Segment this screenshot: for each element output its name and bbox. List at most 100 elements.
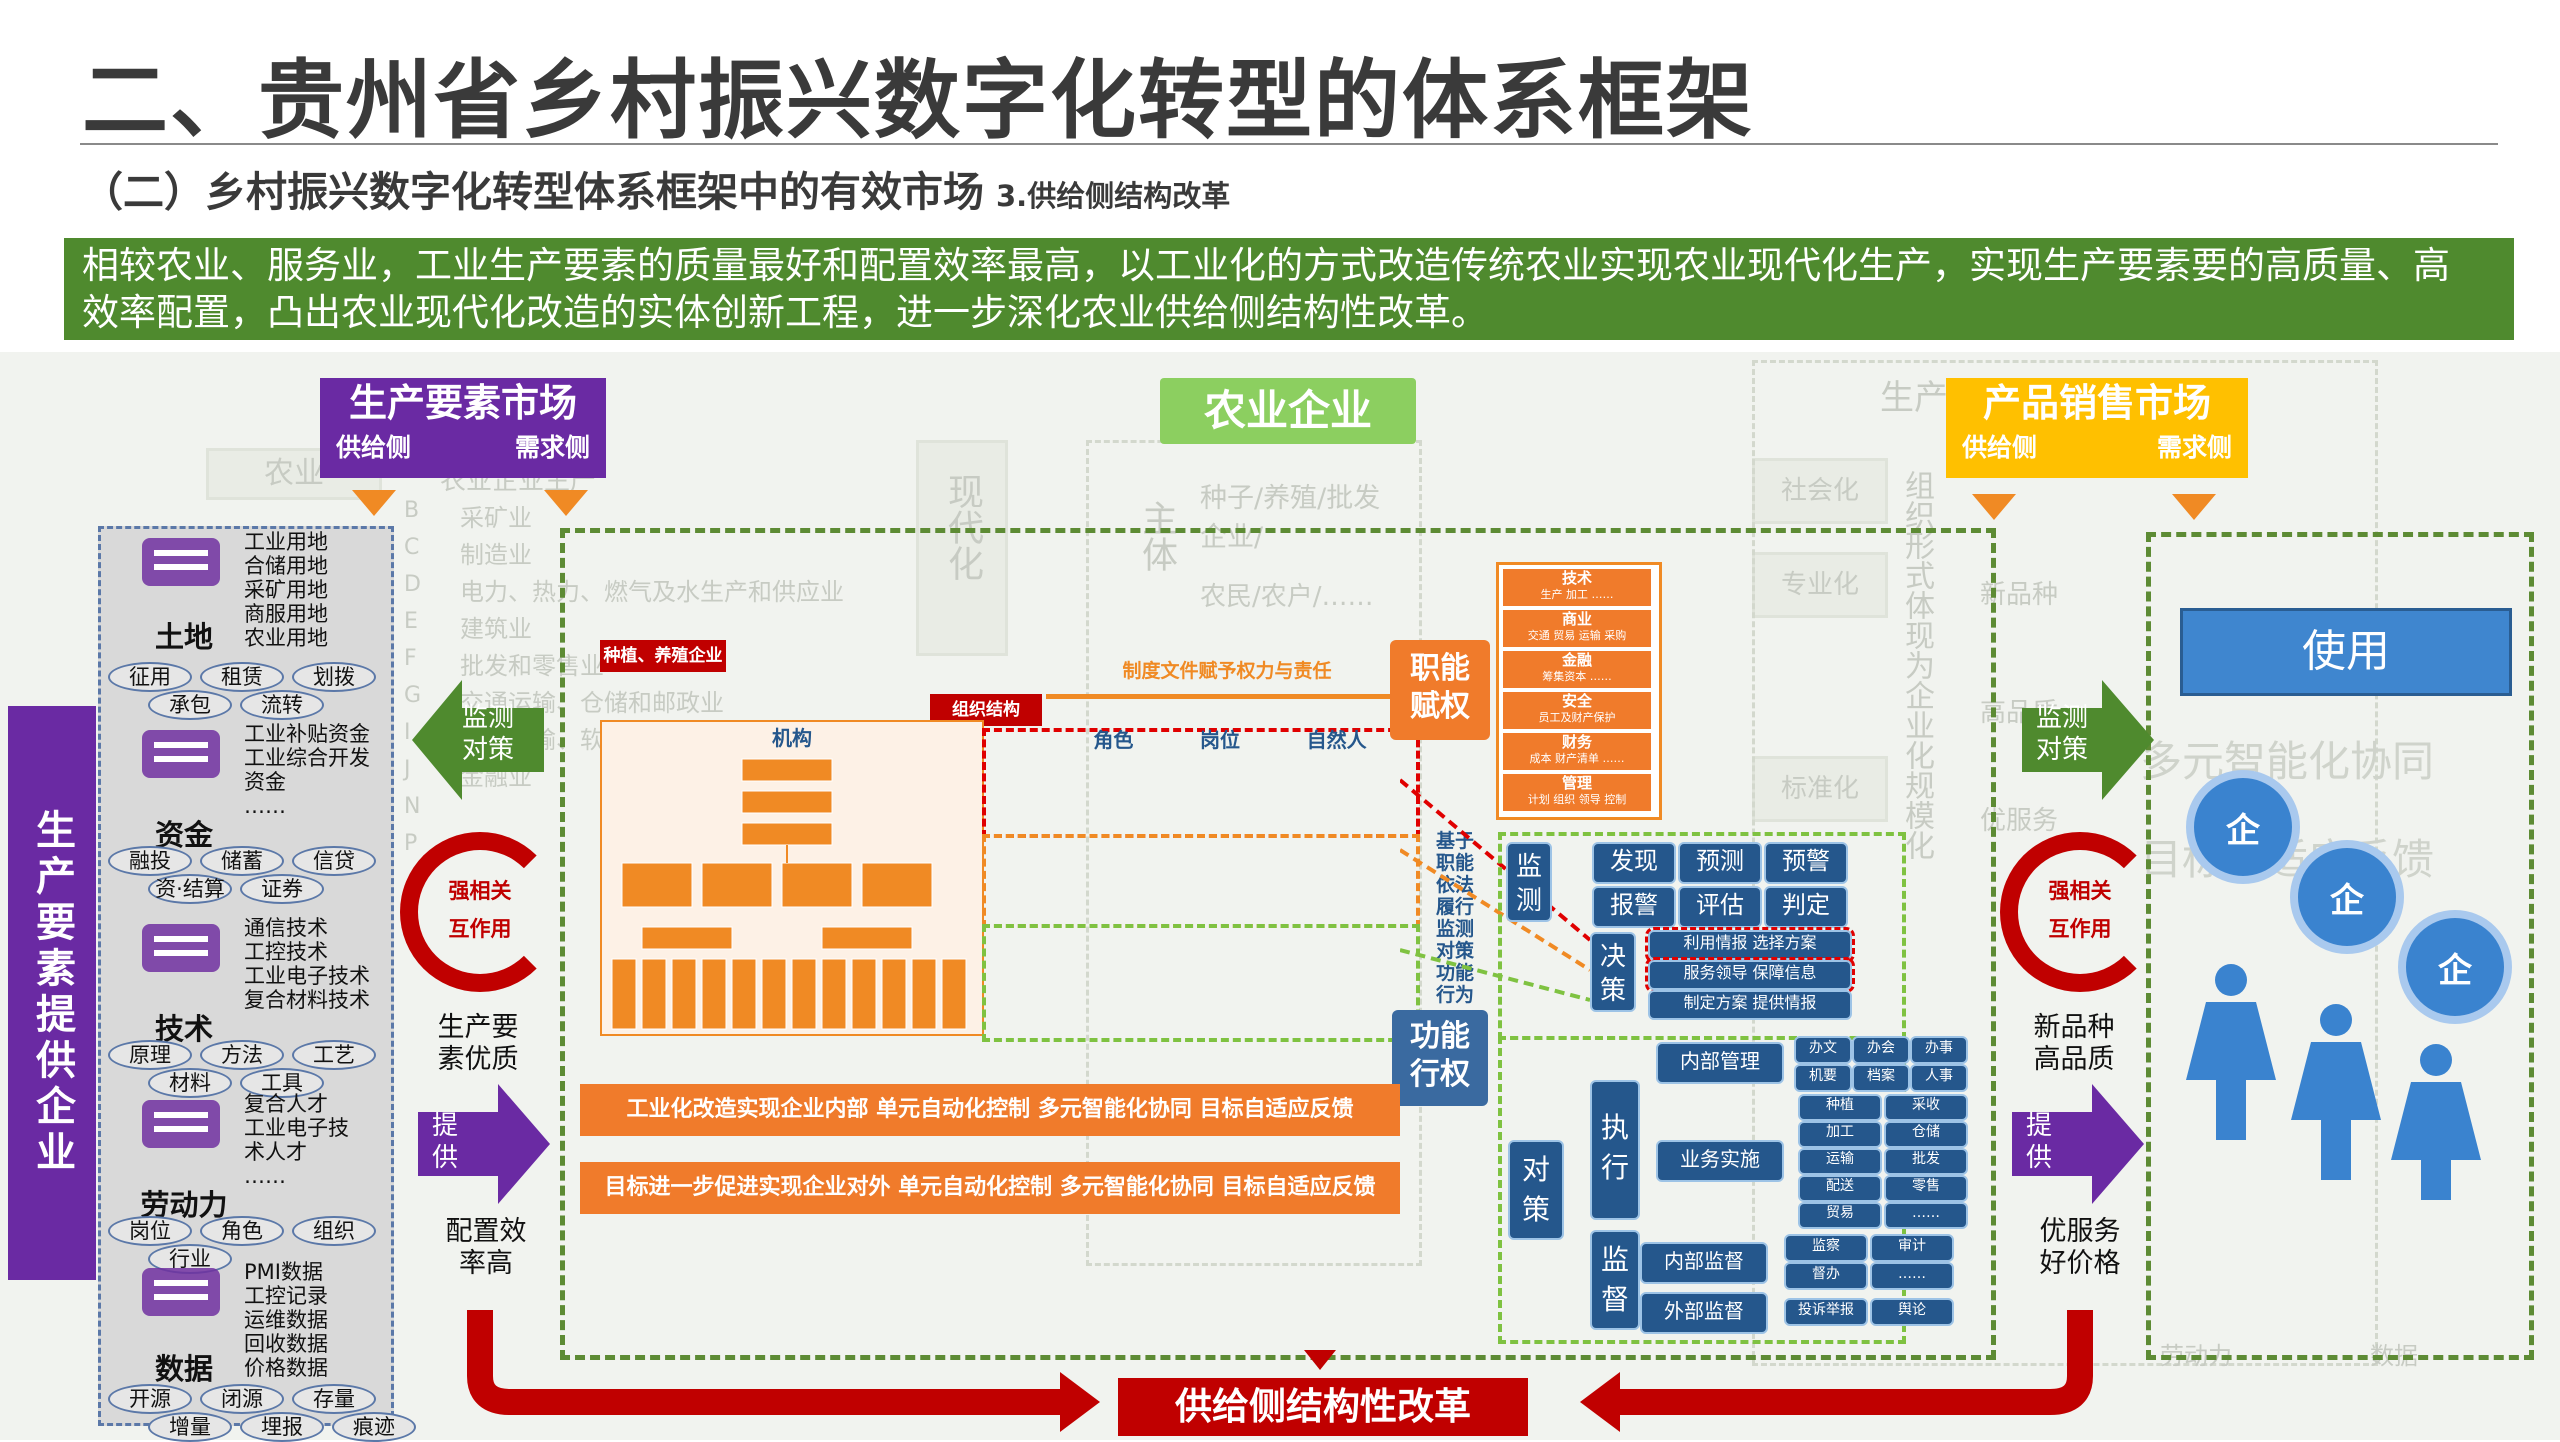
biz-item: 仓储 [1884, 1121, 1968, 1148]
arrow-right-icon [2012, 1084, 2144, 1204]
org-chart: 机构 [600, 720, 984, 1036]
monitor-item: 报警 [1592, 886, 1676, 928]
biz-item: 加工 [1798, 1121, 1882, 1148]
ghost-multi-text: 多元智能化协同 [2140, 737, 2435, 786]
right-cycle-bottom: 互作用 [2048, 917, 2112, 941]
ghost-letter-item: J [404, 757, 411, 782]
arrow-right-icon [2022, 680, 2154, 800]
mgmt-item: 机要 [1794, 1064, 1852, 1092]
product-market-box: 产品销售市场 供给侧需求侧 [1946, 378, 2248, 478]
sup-item: 督办 [1784, 1262, 1868, 1290]
policy-arrow: 制度文件赋予权力与责任 [1046, 648, 1408, 699]
ghost-modern-text: 现代化 [942, 473, 983, 581]
left-provide-text: 提 供 [432, 1111, 459, 1173]
ghost-letter-item: D [404, 572, 421, 597]
factor-method-oval: 痕迹 [332, 1412, 416, 1442]
factor-method-oval: 角色 [200, 1216, 284, 1246]
right-provide-arrow: 提 供 [2012, 1084, 2144, 1204]
monitor-item: 评估 [1678, 886, 1762, 928]
money-icon [132, 722, 230, 786]
mgmt-item: 办文 [1794, 1036, 1852, 1064]
ghost-modern-box: 现代化 [916, 440, 1008, 656]
arrow-left-icon [412, 680, 544, 800]
worker-icon [132, 1092, 230, 1156]
subtitle-note: 3.供给侧结构改革 [996, 179, 1231, 213]
function-block-sub: 筹集资本 …… [1542, 670, 1612, 683]
factor-method-oval: 存量 [292, 1384, 376, 1414]
biz-item: 批发 [1884, 1148, 1968, 1175]
factor-items: 工业用地 合储用地 采矿用地 商服用地 农业用地 [244, 530, 328, 650]
ghost-plant-text: 种子/养殖/批发企业/ [1200, 483, 1381, 553]
factor-method-oval: 承包 [148, 690, 232, 720]
left-cycle-text: 强相关互作用 [400, 872, 560, 948]
role-orange-frame [982, 834, 1420, 928]
ghost-letter-item: I [404, 720, 411, 745]
connector-lines [1400, 778, 1592, 1002]
decision-item: 制定方案 提供情报 [1648, 990, 1852, 1020]
down-arrow-icon [1972, 494, 2016, 520]
mgmt-item: 办事 [1910, 1036, 1968, 1064]
ghost-social-text: 社会化 [1780, 476, 1859, 506]
function-block-sub: 成本 财产清单 …… [1529, 752, 1625, 765]
intro-banner: 相较农业、服务业，工业生产要素的质量最好和配置效率最高，以工业化的方式改造传统农… [64, 238, 2514, 340]
monitor-item: 判定 [1764, 886, 1848, 928]
reform-loop-arrows [467, 1310, 2093, 1432]
consumer-icon [2291, 1004, 2381, 1180]
function-block-head: 技术 [1561, 569, 1592, 587]
biz-item: 配送 [1798, 1175, 1882, 1202]
consumer-icon [2186, 964, 2276, 1140]
tools-icon [132, 916, 230, 980]
sup-item: 监察 [1784, 1234, 1868, 1262]
factor-method-oval: 方法 [200, 1040, 284, 1070]
factor-method-oval: 信贷 [292, 846, 376, 876]
left-cycle-top: 强相关 [448, 879, 512, 903]
ghost-org-form-text: 组织形式体现为企业化规模化 [1899, 470, 1934, 860]
factor-market-title: 生产要素市场 [348, 381, 577, 425]
down-arrow-icon [2172, 494, 2216, 520]
factor-name: 数据 [154, 1352, 213, 1386]
function-blocks: 技术生产 加工 ……商业交通 贸易 运输 采购金融筹集资本 ……安全员工及财产保… [1496, 562, 1662, 820]
left-monitor-arrow: 监测 对策 [412, 680, 544, 800]
exec-label: 执 行 [1590, 1080, 1640, 1220]
down-arrow-icon [352, 490, 396, 516]
enterprise-icon: 企 [2290, 840, 2404, 954]
factor-method-oval: 岗位 [108, 1216, 192, 1246]
ghost-sector-item: 批发和零售业 [460, 652, 604, 680]
ghost-sector-item: 制造业 [460, 541, 532, 569]
banner-line-2: 效率配置，凸出农业现代化改造的实体创新工程，进一步深化农业供给侧结构性改革。 [82, 291, 1488, 334]
factor-method-oval: 开源 [108, 1384, 192, 1414]
function-block: 技术生产 加工 …… [1503, 569, 1651, 606]
product-market-supply: 供给侧 [1962, 433, 2038, 462]
factor-method-oval: 租赁 [200, 662, 284, 692]
left-provide-arrow: 提 供 [418, 1084, 550, 1204]
factor-method-oval: 融投 [108, 846, 192, 876]
supply-reform-bar: 供给侧结构性改革 [1118, 1378, 1528, 1436]
function-block: 商业交通 贸易 运输 采购 [1503, 610, 1651, 647]
supervise-label: 监 督 [1590, 1230, 1640, 1330]
function-block: 财务成本 财产清单 …… [1503, 733, 1651, 770]
role-col-role: 角色 [1093, 728, 1134, 752]
strategy-label: 对 策 [1508, 1140, 1564, 1240]
factor-method-oval: 闭源 [200, 1384, 284, 1414]
agri-enterprise-title: 农业企业 [1160, 378, 1416, 444]
factor-items: 复合人才 工业电子技 术人才 …… [244, 1092, 349, 1188]
right-quality-label: 新品种 高品质 [2033, 1012, 2115, 1075]
factor-method-oval: 划拨 [292, 662, 376, 692]
decision-item: 利用情报 选择方案 [1645, 927, 1855, 963]
left-cycle-bottom: 互作用 [448, 917, 512, 941]
external-sup-label: 外部监督 [1640, 1292, 1768, 1334]
right-provide-text: 提 供 [2026, 1111, 2053, 1173]
biz-item: 采收 [1884, 1094, 1968, 1121]
factor-items: 通信技术 工控技术 工业电子技术 复合材料技术 [244, 916, 370, 1012]
mgmt-item: 人事 [1910, 1064, 1968, 1092]
factor-method-oval: 组织 [292, 1216, 376, 1246]
role-col-person: 自然人 [1306, 728, 1367, 752]
enterprise-tag: 种植、养殖企业 [600, 640, 726, 672]
function-exec-box: 功能 行权 [1392, 1010, 1488, 1106]
function-block-head: 金融 [1561, 651, 1592, 669]
ghost-sector-item: 采矿业 [460, 504, 532, 532]
biz-item: 零售 [1884, 1175, 1968, 1202]
function-block-head: 安全 [1561, 692, 1592, 710]
internal-automation-bar: 工业化改造实现企业内部 单元自动化控制 多元智能化协同 目标自适应反馈 [580, 1084, 1400, 1136]
